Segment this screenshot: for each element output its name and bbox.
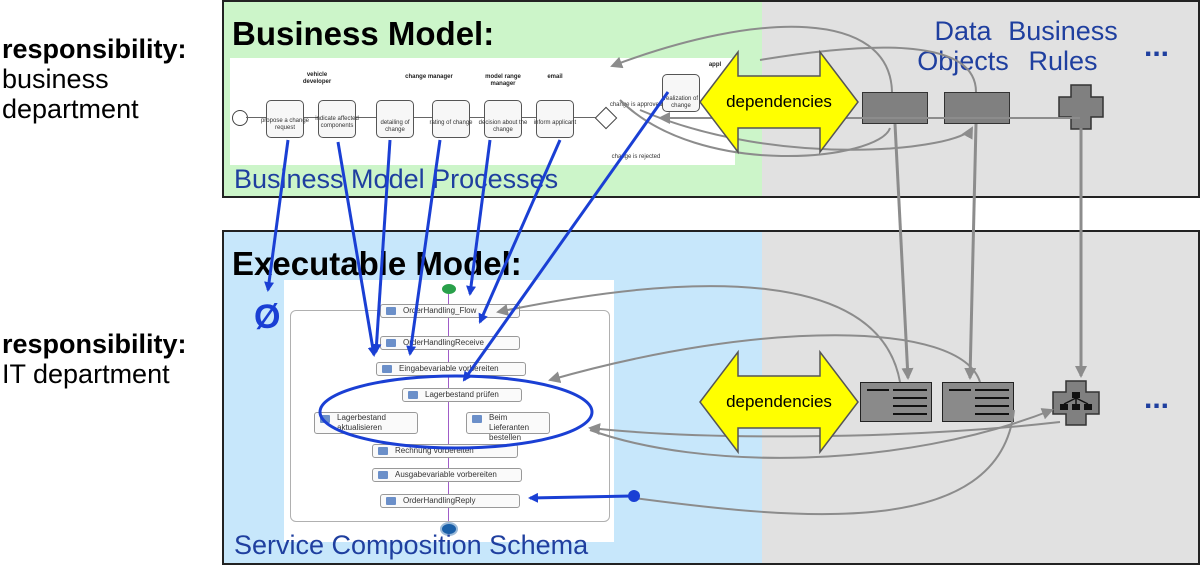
responsibility-line: IT department — [2, 359, 170, 389]
activity-label: OrderHandlingReceive — [403, 338, 484, 347]
responsibility-title: responsibility: — [2, 329, 187, 359]
data-store-line — [893, 413, 927, 415]
activity-box: Beim Lieferanten bestellen — [466, 412, 550, 442]
business-rule-icon — [1058, 84, 1104, 130]
role-label: model range manager — [485, 74, 521, 87]
role-label: change manager — [405, 74, 453, 80]
activity-box: Lagerbestand prüfen — [402, 388, 522, 402]
responsibility-line: business — [2, 64, 109, 94]
role-label: appl — [708, 62, 722, 68]
start-node-icon — [442, 284, 456, 294]
start-event-icon — [232, 110, 248, 126]
empty-set-symbol: Ø — [254, 298, 281, 336]
activity-box: OrderHandlingReceive — [380, 336, 520, 350]
task-label: rating of change — [429, 120, 473, 126]
business-responsibility: responsibility: business department — [2, 34, 187, 124]
business-model-title: Business Model: — [232, 15, 495, 52]
business-rules-header: Business Rules — [1008, 16, 1118, 76]
responsibility-title: responsibility: — [2, 34, 187, 64]
role-label: email — [547, 74, 563, 80]
task-label: detailing of change — [380, 120, 410, 133]
header-line: Business — [1008, 16, 1118, 46]
data-store-line — [893, 405, 927, 407]
activity-label: Rechnung vorbereiten — [395, 446, 474, 455]
gateway-icon — [594, 106, 618, 130]
responsibility-line: department — [2, 94, 139, 124]
data-objects-header: Data Objects — [908, 16, 1018, 76]
activity-label: OrderHandling_Flow — [403, 306, 477, 315]
header-line: Objects — [917, 46, 1009, 76]
data-store-line — [975, 389, 1009, 391]
process-task — [318, 100, 356, 138]
data-store-line — [975, 405, 1009, 407]
process-task — [266, 100, 304, 138]
data-store-box — [942, 382, 1014, 422]
executable-model-title: Executable Model: — [232, 245, 522, 282]
data-store-box — [860, 382, 932, 422]
data-store-line — [949, 389, 971, 391]
rule-service-icon — [1052, 380, 1100, 426]
process-task — [536, 100, 574, 138]
task-label: decision about the change — [478, 120, 528, 133]
activity-label: Eingabevariable vorbereiten — [399, 364, 499, 373]
business-process-diagram: vehicle developer change manager model r… — [230, 58, 735, 165]
activity-label: OrderHandlingReply — [403, 496, 476, 505]
task-label: indicate affected components — [315, 116, 359, 129]
business-processes-label: Business Model Processes — [234, 164, 559, 194]
more-columns-ellipsis: ... — [1144, 30, 1170, 63]
process-task — [432, 100, 470, 138]
sequence-line — [246, 117, 596, 118]
end-node-icon — [440, 522, 458, 536]
data-store-line — [893, 397, 927, 399]
data-store-line — [867, 389, 889, 391]
activity-label: Lagerbestand aktualisieren — [337, 413, 386, 432]
more-items-ellipsis: ... — [1144, 382, 1170, 415]
data-object-box — [944, 92, 1010, 124]
activity-box: Eingabevariable vorbereiten — [376, 362, 526, 376]
activity-box: OrderHandlingReply — [380, 494, 520, 508]
data-store-line — [975, 397, 1009, 399]
data-store-line — [893, 389, 927, 391]
activity-box: Rechnung vorbereiten — [372, 444, 518, 458]
it-responsibility: responsibility: IT department — [2, 329, 187, 389]
activity-box: OrderHandling_Flow — [380, 304, 520, 318]
dependencies-label: dependencies — [726, 92, 832, 111]
service-composition-label: Service Composition Schema — [234, 530, 589, 560]
activity-label: Lagerbestand prüfen — [425, 390, 499, 399]
activity-label: Ausgabevariable vorbereiten — [395, 470, 497, 479]
event-label: change is rejected — [611, 154, 661, 160]
data-store-line — [975, 413, 1009, 415]
activity-box: Lagerbestand aktualisieren — [314, 412, 418, 434]
header-line: Data — [934, 16, 992, 46]
dependencies-label: dependencies — [726, 392, 832, 411]
task-label: inform applicant — [533, 120, 577, 126]
event-label: realization of change — [663, 96, 699, 109]
service-composition-diagram: OrderHandling_Flow OrderHandlingReceive … — [284, 280, 614, 542]
process-task — [376, 100, 414, 138]
activity-box: Ausgabevariable vorbereiten — [372, 468, 522, 482]
task-label: propose a change request — [260, 118, 310, 131]
data-object-box — [862, 92, 928, 124]
header-line: Rules — [1028, 46, 1098, 76]
role-label: vehicle developer — [302, 72, 332, 85]
